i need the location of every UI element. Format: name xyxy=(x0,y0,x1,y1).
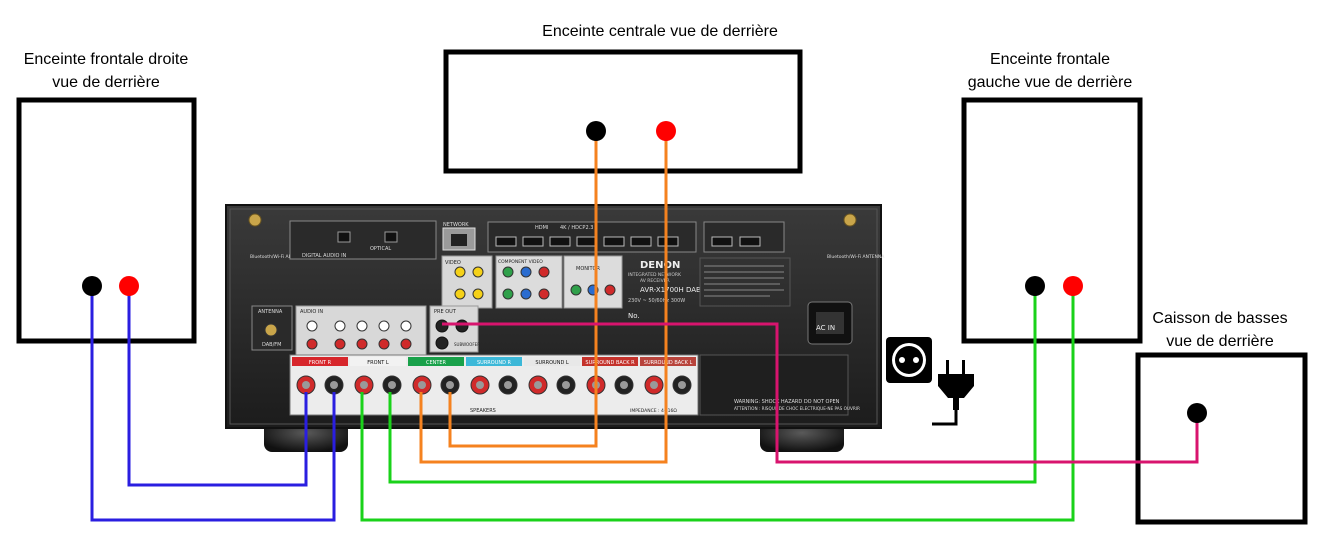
brand-text: DENON xyxy=(640,260,680,271)
monitor-text: MONITOR xyxy=(576,266,600,272)
speaker-group-label: SURROUND R xyxy=(477,360,512,366)
optical-text: OPTICAL xyxy=(370,246,391,252)
antenna-connector-left xyxy=(248,213,262,227)
warning-block xyxy=(699,354,849,416)
network-text: NETWORK xyxy=(443,222,469,228)
wire-front-right-negative xyxy=(90,288,336,522)
dab-fm-text: DAB/FM xyxy=(262,342,282,348)
speaker-terminal-screw xyxy=(388,381,396,389)
front-left-speaker-box xyxy=(961,97,1143,344)
speaker-group-header xyxy=(582,357,638,366)
speaker-terminal-screw xyxy=(620,381,628,389)
antenna-right-text: Bluetooth/Wi-Fi ANTENNA xyxy=(827,254,885,260)
attention-text: ATTENTION : RISQUE DE CHOC ELECTRIQUE-NE… xyxy=(734,406,860,411)
front-right-negative-terminal xyxy=(82,276,102,296)
front-left-label-line1: Enceinte frontale xyxy=(989,51,1111,68)
model-info-block: DENON INTEGRATED NETWORK AV RECEIVER AVR… xyxy=(628,257,791,320)
speaker-terminal-screw xyxy=(418,381,426,389)
wire-front-left-positive xyxy=(360,288,1075,522)
speaker-terminal-screw xyxy=(302,381,310,389)
front-right-speaker-label: Enceinte frontale droite vue de derrière xyxy=(6,48,206,94)
center-negative-terminal xyxy=(586,121,606,141)
speakers-text: SPEAKERS xyxy=(470,408,496,414)
speaker-terminal-screw xyxy=(534,381,542,389)
subwoofer-input-terminal xyxy=(1187,403,1207,423)
hdmi-label: HDMI xyxy=(535,225,548,231)
subwoofer-box xyxy=(1135,352,1308,525)
speaker-group-header xyxy=(408,357,464,366)
speaker-terminal-screw xyxy=(476,381,484,389)
speaker-group-label: SURROUND L xyxy=(535,360,569,366)
speaker-terminal-screw xyxy=(650,381,658,389)
speaker-group-header xyxy=(640,357,696,366)
digital-audio-panel xyxy=(289,220,437,260)
front-right-positive-terminal xyxy=(119,276,139,296)
front-left-positive-terminal xyxy=(1063,276,1083,296)
speaker-terminal-screw xyxy=(360,381,368,389)
center-positive-terminal xyxy=(656,121,676,141)
wire-center-negative xyxy=(448,131,598,448)
model-text: AVR-X1700H DAB xyxy=(640,286,701,294)
wire-front-right-positive xyxy=(127,288,308,487)
pre-out-subwoofer-text: SUBWOOFER xyxy=(454,342,480,347)
antenna-text: ANTENNA xyxy=(258,309,283,315)
speaker-group-header xyxy=(292,357,348,366)
ac-in-text: AC IN xyxy=(816,324,835,332)
hdcp-label: 4K / HDCP2.3 xyxy=(560,225,593,231)
subwoofer-label-line2: vue de derrière xyxy=(1166,333,1274,350)
speaker-terminal-screw xyxy=(330,381,338,389)
speaker-terminal-screw xyxy=(562,381,570,389)
digital-audio-text: DIGITAL AUDIO IN xyxy=(302,253,347,259)
antenna-left-text: Bluetooth/Wi-Fi ANTENNA xyxy=(250,254,308,260)
pre-out-text: PRE OUT xyxy=(434,309,457,315)
av-receiver: Bluetooth/Wi-Fi ANTENNA Bluetooth/Wi-Fi … xyxy=(225,204,885,429)
speaker-group-label: SURROUND BACK R xyxy=(585,360,635,366)
front-left-label-line2: gauche vue de derrière xyxy=(967,74,1133,91)
video-panel xyxy=(441,255,493,309)
speaker-group-header xyxy=(466,357,522,366)
subtitle-2: AV RECEIVER xyxy=(640,278,670,284)
serial-no-label: No. xyxy=(628,312,640,320)
video-text: VIDEO xyxy=(445,260,461,266)
component-video-text: COMPONENT VIDEO xyxy=(498,259,543,265)
wire-center-positive xyxy=(419,131,668,464)
speaker-group-label: CENTER xyxy=(426,360,447,366)
center-speaker-box xyxy=(443,49,803,174)
antenna-connector-right xyxy=(843,213,857,227)
front-right-label-line1: Enceinte frontale droite xyxy=(23,51,189,68)
speaker-group-label: SURROUND BACK L xyxy=(644,360,693,366)
power-plug-icon xyxy=(932,360,974,426)
wire-subwoofer xyxy=(442,322,1199,464)
subwoofer-label: Caisson de basses vue de derrière xyxy=(1120,307,1320,353)
subtitle-1: INTEGRATED NETWORK xyxy=(628,272,682,278)
subwoofer-out-jack xyxy=(435,319,449,333)
speaker-terminal-screw xyxy=(678,381,686,389)
audio-in-text: AUDIO IN xyxy=(300,309,323,315)
warning-text: WARNING: SHOCK HAZARD DO NOT OPEN xyxy=(734,399,840,405)
impedance-text: IMPEDANCE : 4~16Ω xyxy=(630,408,677,414)
power-text: 230V ~ 50/60Hz 300W xyxy=(628,298,685,304)
monitor-panel xyxy=(563,255,623,309)
center-speaker-label: Enceinte centrale vue de derrière xyxy=(542,23,778,40)
speaker-terminals: FRONT R FRONT L CENTER SURROUND R SURROUND L… xyxy=(289,354,699,416)
front-right-speaker-box xyxy=(16,97,197,344)
front-right-label-line2: vue de derrière xyxy=(52,74,160,91)
speaker-group-header xyxy=(524,357,580,366)
speaker-group-label: FRONT R xyxy=(309,360,332,366)
front-left-speaker-label: Enceinte frontale gauche vue de derrière xyxy=(950,48,1150,94)
speaker-group-header xyxy=(350,357,406,366)
wire-front-left-negative xyxy=(388,288,1037,484)
speaker-group-label: FRONT L xyxy=(367,360,389,366)
subwoofer-label-line1: Caisson de basses xyxy=(1152,310,1288,327)
speaker-terminal-screw xyxy=(504,381,512,389)
wall-outlet-icon xyxy=(886,337,932,383)
front-left-negative-terminal xyxy=(1025,276,1045,296)
speaker-terminal-screw xyxy=(446,381,454,389)
